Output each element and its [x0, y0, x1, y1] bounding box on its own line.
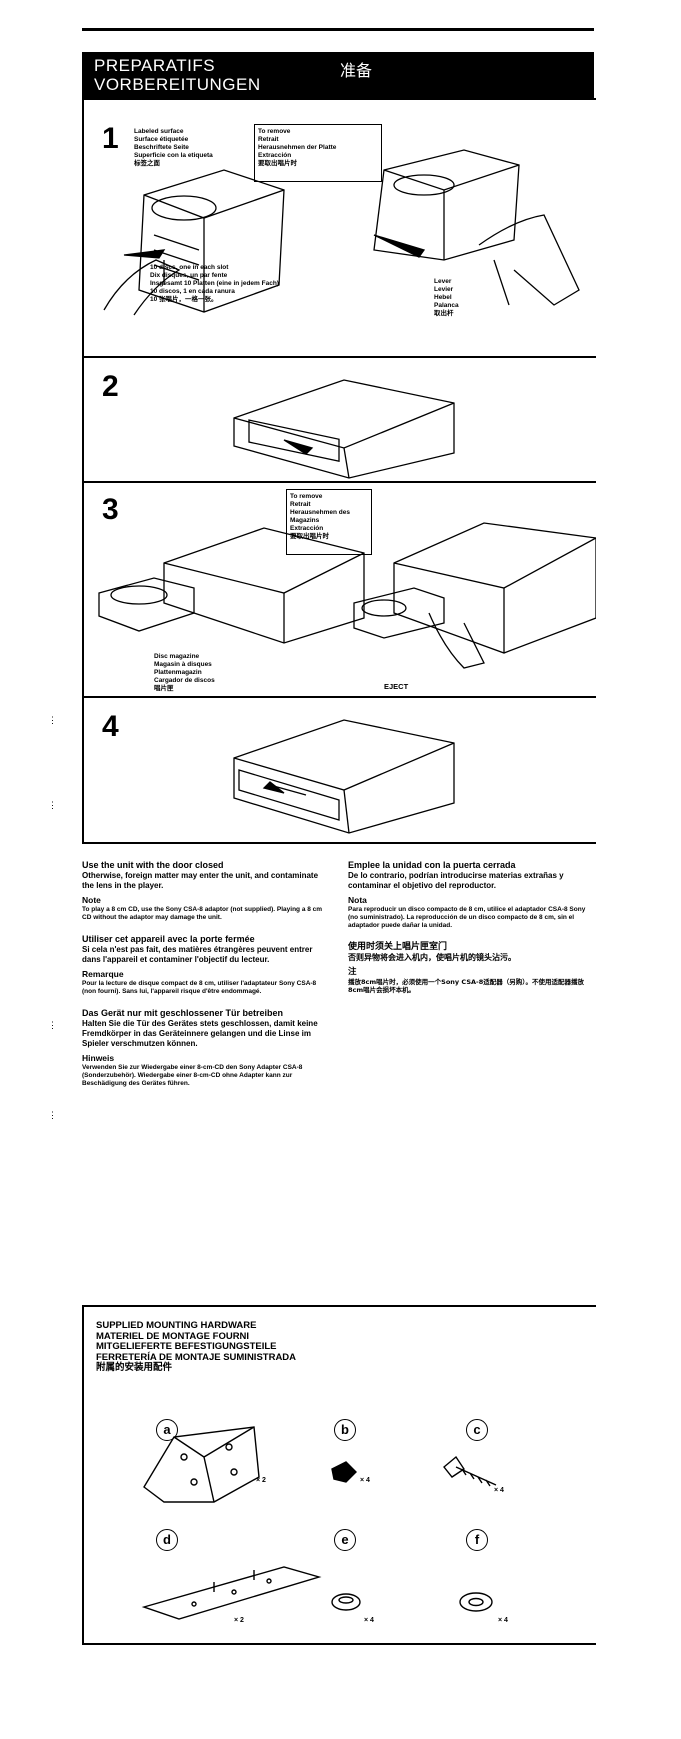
margin-speck: ⋮	[48, 715, 57, 725]
notes-left-column: Use the unit with the door closed Otherw…	[82, 860, 332, 1088]
es-heading: Emplee la unidad con la puerta cerrada	[348, 860, 516, 870]
en-note-title: Note	[82, 895, 101, 905]
step-1-illustration	[103, 149, 580, 316]
washer-e-icon	[331, 1593, 361, 1611]
title-zh: 准备	[340, 61, 373, 80]
qty-b: × 4	[360, 1477, 370, 1484]
step-3-panel: 3 To remove Retrait Herausnehmen des Mag…	[82, 481, 596, 698]
step-number: 1	[102, 122, 119, 155]
es-note-title: Nota	[348, 895, 367, 905]
step-4-panel: 4	[82, 696, 596, 844]
labeled-surface-label: Labeled surface Surface étiquetée Beschr…	[134, 128, 213, 167]
qty-d: × 2	[234, 1617, 244, 1624]
to-remove-label: To remove Retrait Herausnehmen des Magaz…	[290, 493, 350, 540]
en-note: To play a 8 cm CD, use the Sony CSA-8 ad…	[82, 906, 323, 921]
hardware-title: SUPPLIED MOUNTING HARDWARE MATERIEL DE M…	[96, 1320, 297, 1373]
plate-d-icon	[141, 1566, 322, 1620]
zh-note-title: 注	[348, 967, 357, 977]
lever-label: Lever Levier Hebel Palanca 取出杆	[434, 278, 459, 317]
title-fr: PREPARATIFS	[94, 56, 216, 75]
margin-speck: ⋮	[48, 1110, 57, 1120]
part-d-marker: d	[156, 1529, 178, 1551]
part-f-marker: f	[466, 1529, 488, 1551]
to-remove-label: To remove Retrait Herausnehmen der Platt…	[258, 128, 337, 167]
part-c-marker: c	[466, 1419, 488, 1441]
fr-note-title: Remarque	[82, 969, 124, 979]
step-number: 2	[102, 370, 119, 403]
hardware-panel: SUPPLIED MOUNTING HARDWARE MATERIEL DE M…	[82, 1305, 596, 1645]
es-note: Para reproducir un disco compacto de 8 c…	[348, 906, 586, 929]
title-de: VORBEREITUNGEN	[94, 75, 261, 94]
de-note: Verwenden Sie zur Wiedergabe einer 8-cm-…	[82, 1064, 303, 1087]
fr-body: Si cela n'est pas fait, des matières étr…	[82, 945, 313, 964]
part-e-marker: e	[334, 1529, 356, 1551]
discs-label: 10 discs, one in each slot Dix disques, …	[150, 264, 279, 303]
washer-f-icon	[459, 1592, 493, 1612]
part-b-marker: b	[334, 1419, 356, 1441]
zh-note: 播放8cm唱片时，必须使用一个Sony CSA-8适配器（另购）。不使用适配器播…	[348, 978, 584, 994]
step-number: 4	[102, 710, 119, 743]
step-2-panel: 2	[82, 356, 596, 483]
margin-speck: ⋮	[48, 1020, 57, 1030]
zh-heading: 使用时须关上唱片匣室门	[348, 942, 448, 952]
step-1-panel: 1 Labeled surface Surface étiquetée Besc…	[82, 98, 596, 358]
top-rule	[82, 28, 594, 31]
to-remove-box: To remove Retrait Herausnehmen der Platt…	[254, 124, 382, 182]
step-number: 3	[102, 493, 119, 526]
step-4-illustration	[233, 719, 455, 834]
eject-label: EJECT	[384, 682, 409, 691]
qty-c: × 4	[494, 1487, 504, 1494]
notes-right-column: Emplee la unidad con la puerta cerrada D…	[348, 860, 594, 994]
screw-c-icon	[443, 1455, 465, 1478]
en-body: Otherwise, foreign matter may enter the …	[82, 871, 319, 890]
fr-heading: Utiliser cet appareil avec la porte ferm…	[82, 934, 255, 944]
bracket-a-icon	[143, 1426, 260, 1503]
de-heading: Das Gerät nur mit geschlossener Tür betr…	[82, 1008, 284, 1018]
qty-e: × 4	[364, 1617, 374, 1624]
qty-a: × 2	[256, 1477, 266, 1484]
fr-note: Pour la lecture de disque compact de 8 c…	[82, 980, 317, 995]
disc-magazine-label: Disc magazine Magasin à disques Plattenm…	[154, 653, 215, 692]
en-heading: Use the unit with the door closed	[82, 860, 224, 870]
screw-b-icon	[331, 1461, 357, 1483]
part-a-marker: a	[156, 1419, 178, 1441]
es-body: De lo contrario, podrían introducirse ma…	[348, 871, 564, 890]
hardware-illustration	[141, 1426, 497, 1620]
zh-body: 否则异物将会进入机内，使唱片机的镜头沾污。	[348, 953, 516, 962]
step-3-illustration	[98, 522, 596, 669]
margin-speck: ⋮	[48, 800, 57, 810]
section-header: PREPARATIFS VORBEREITUNGEN 准备	[82, 52, 594, 98]
de-note-title: Hinweis	[82, 1053, 115, 1063]
de-body: Halten Sie die Tür des Gerätes stets ges…	[82, 1019, 318, 1048]
step-2-illustration	[233, 379, 455, 479]
qty-f: × 4	[498, 1617, 508, 1624]
